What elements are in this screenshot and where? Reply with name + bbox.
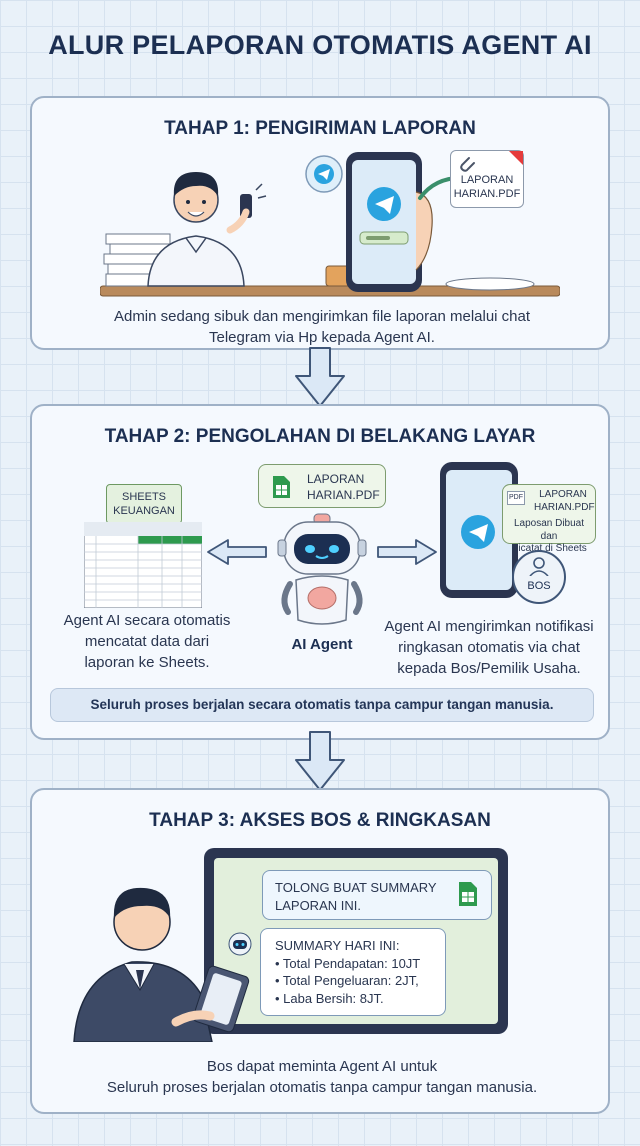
summary-bubble: SUMMARY HARI INI: • Total Pendapatan: 10… (260, 928, 446, 1016)
stage-3-heading: TAHAP 3: AKSES BOS & RINGKASAN (149, 810, 491, 831)
summary-item: • Total Pengeluaran: 2JT, (275, 973, 419, 989)
paperclip-icon (460, 157, 475, 172)
laporan-file-line2: HARIAN.PDF (307, 488, 380, 503)
request-line1: TOLONG BUAT SUMMARY (275, 880, 437, 895)
fold-corner (509, 151, 523, 165)
stage-2-right-caption: Agent AI mengirimkan notifikasi ringkasa… (372, 616, 606, 679)
stage-1-heading: TAHAP 1: PENGIRIMAN LAPORAN (164, 118, 476, 139)
sheets-label-line2: KEUANGAN (113, 505, 175, 518)
sheets-icon (459, 882, 477, 906)
boss-label: BOS (527, 580, 551, 592)
spreadsheet-illustration (84, 522, 202, 608)
boss-person-icon (73, 887, 250, 1042)
summary-item: • Laba Bersih: 8JT. (275, 990, 384, 1006)
agent-label: AI Agent (291, 636, 353, 653)
arrow-right-icon (377, 539, 437, 565)
stage-2-panel: TAHAP 2: PENGOLAHAN DI BELAKANG LAYAR SH… (30, 404, 610, 740)
stage-2-left-caption: Agent AI secara otomatis mencatat data d… (42, 610, 252, 673)
right-caption-line1: Agent AI mengirimkan notifikasi (384, 618, 594, 635)
request-bubble: TOLONG BUAT SUMMARY LAPORAN INI. (262, 870, 492, 920)
laporan-file-line1: LAPORAN (307, 472, 365, 486)
notif-file-line1: LAPORAN (539, 489, 587, 500)
boss-avatar: BOS (512, 550, 566, 604)
stage-3-caption-line2: Seluruh proses berjalan otomatis tanpa c… (106, 1079, 538, 1096)
pdf-file-label-line1: LAPORAN (460, 174, 514, 186)
arrow-down-icon (295, 347, 345, 407)
left-caption-line2: mencatat data dari (84, 633, 210, 650)
left-caption-line1: Agent AI secara otomatis (63, 612, 231, 629)
notif-text-line1: Laposan Dibuat dan (513, 518, 585, 542)
admin-desk-illustration (100, 172, 560, 297)
arrow-left-icon (207, 539, 267, 565)
pdf-file-card: LAPORAN HARIAN.PDF (450, 150, 524, 208)
request-line2: LAPORAN INI. (275, 897, 361, 913)
pdf-file-label-line2: HARIAN.PDF (453, 188, 521, 201)
notification-bubble: PDF LAPORAN HARIAN.PDF Laposan Dibuat da… (502, 484, 596, 554)
pdf-tag: PDF (507, 491, 525, 505)
summary-item: • Total Pendapatan: 10JT (275, 955, 421, 971)
robot-icon (228, 932, 252, 956)
sheets-label-line1: SHEETS (121, 491, 166, 503)
stage-3-caption-line1: Bos dapat meminta Agent AI untuk (206, 1058, 438, 1075)
summary-title: SUMMARY HARI INI: (275, 938, 400, 953)
automation-note: Seluruh proses berjalan secara otomatis … (50, 688, 594, 722)
stage-1-panel: TAHAP 1: PENGIRIMAN LAPORAN (30, 96, 610, 350)
robot-icon (277, 513, 367, 625)
sheets-keuangan-label: SHEETS KEUANGAN (106, 484, 182, 524)
boss-phone-illustration (440, 462, 518, 598)
telegram-icon-small (314, 164, 334, 184)
sheets-icon (273, 476, 290, 498)
stage-2-heading: TAHAP 2: PENGOLAHAN DI BELAKANG LAYAR (104, 426, 536, 447)
admin-person-icon (147, 172, 267, 287)
laporan-file-bubble: LAPORAN HARIAN.PDF (258, 464, 386, 508)
stage-1-caption: Admin sedang sibuk dan mengirimkan file … (52, 306, 592, 348)
phone-telegram-illustration (305, 152, 433, 292)
page-title: ALUR PELAPORAN OTOMATIS AGENT AI (48, 30, 592, 60)
notif-file-line2: HARIAN.PDF (534, 501, 595, 513)
stage-3-caption: Bos dapat meminta Agent AI untuk Seluruh… (42, 1056, 602, 1098)
stage-1-caption-line1: Admin sedang sibuk dan mengirimkan file … (113, 308, 531, 325)
notif-text-line2: Dicatat di Sheets (511, 543, 587, 554)
left-caption-line3: laporan ke Sheets. (84, 654, 210, 671)
user-icon (529, 557, 549, 576)
arrow-down-icon (295, 731, 345, 791)
right-caption-line3: kepada Bos/Pemilik Usaha. (397, 660, 581, 677)
right-caption-line2: ringkasan otomatis via chat (398, 639, 580, 656)
stage-3-panel: TAHAP 3: AKSES BOS & RINGKASAN TOLONG BU… (30, 788, 610, 1114)
stage-1-caption-line2: Telegram via Hp kepada Agent AI. (209, 329, 435, 346)
